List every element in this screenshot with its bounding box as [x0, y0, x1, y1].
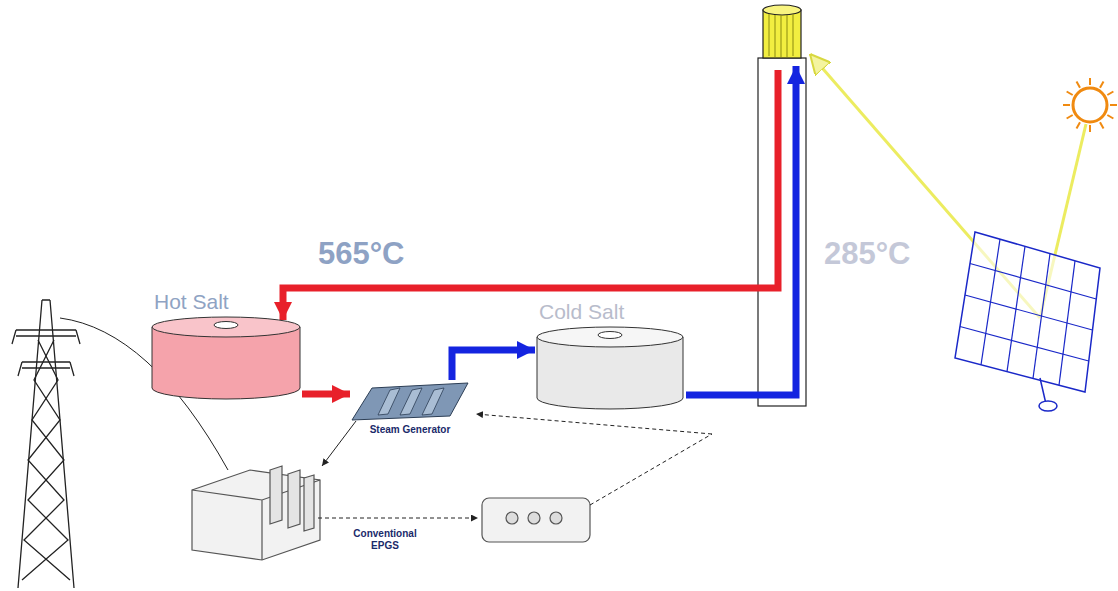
sun-part-part	[1077, 82, 1081, 88]
sun-part-part	[1110, 104, 1117, 106]
tank-roof	[537, 327, 683, 347]
transmission-pylon-part	[18, 300, 74, 588]
steam-generator: Steam Generator	[350, 380, 470, 436]
hot-salt-pipe	[283, 70, 778, 320]
sun-part-part	[1063, 104, 1070, 106]
heliostat-part-part	[965, 295, 1093, 330]
turbine-generator-part	[270, 466, 282, 524]
transmission-pylon-part	[16, 330, 76, 368]
sun-part-part	[1067, 115, 1073, 119]
heliostat-part-part	[970, 264, 1096, 300]
temperature-label: 285°C	[824, 236, 911, 272]
tank-hatch	[214, 322, 238, 329]
salt-flow-arrow	[302, 391, 350, 398]
tank-body	[537, 337, 683, 409]
component-label: Steam Generator	[350, 424, 470, 436]
heliostat	[955, 232, 1100, 411]
receiver-tower-part	[763, 5, 801, 15]
condenser	[482, 498, 590, 542]
condenser-part	[482, 498, 590, 542]
transmission-pylon	[12, 300, 80, 588]
transmission-pylon-part	[12, 330, 80, 376]
sun-part	[1063, 78, 1117, 132]
receiver-tower-part	[763, 10, 801, 58]
condenser-part	[528, 512, 540, 524]
heliostat-part-part	[960, 327, 1089, 362]
sun-part-part	[1100, 82, 1104, 88]
exchanger-ridge	[400, 388, 422, 415]
tank-roof	[152, 317, 300, 337]
water-steam-lines-part	[476, 414, 712, 434]
exchanger-ridge	[378, 388, 400, 415]
sun-part-part	[1089, 78, 1091, 85]
tank-body	[152, 327, 300, 399]
sun-part-part	[1089, 125, 1091, 132]
sun-part-part	[1067, 92, 1073, 96]
heliostat-part	[1039, 401, 1057, 411]
sun	[1063, 78, 1117, 132]
system-label: Conventional EPGS	[348, 528, 422, 551]
heat-exchanger-shape	[350, 380, 470, 422]
water-steam-lines	[318, 414, 712, 518]
condenser-part	[506, 512, 518, 524]
temperature-label: 565°C	[318, 236, 405, 272]
tank-shape	[150, 316, 302, 402]
receiver-tower-part	[769, 14, 793, 57]
exchanger-ridge	[422, 388, 444, 415]
water-steam-lines-part	[318, 518, 478, 519]
transmission-pylon-part	[24, 340, 70, 580]
sun-part	[1073, 88, 1107, 122]
heliostat-part	[1040, 378, 1046, 404]
cold-salt-tank: Cold Salt	[535, 300, 685, 412]
sun-part-part	[1107, 115, 1113, 119]
turbine-generator-part	[192, 480, 320, 560]
sun-part-part	[1107, 92, 1113, 96]
turbine-generator-part	[304, 475, 314, 531]
tank-label: Hot Salt	[150, 290, 302, 314]
heliostat-part	[960, 239, 1096, 385]
tank-shape	[535, 326, 685, 412]
turbine-generator	[192, 466, 320, 560]
water-steam-lines-part	[590, 434, 712, 505]
exchanger-body	[352, 383, 468, 420]
condenser-part	[550, 512, 562, 524]
sun-part-part	[1100, 122, 1104, 128]
tank-label: Cold Salt	[535, 300, 685, 324]
turbine-generator-part	[192, 470, 320, 560]
cold-salt-pipe	[686, 66, 796, 395]
water-steam-lines-part	[322, 421, 356, 466]
tank-hatch	[598, 332, 622, 339]
salt-flow-arrow	[452, 350, 535, 380]
heliostat-part	[955, 232, 1100, 392]
hot-salt-tank: Hot Salt	[150, 290, 302, 402]
turbine-generator-part	[288, 470, 300, 528]
sun-part-part	[1077, 122, 1081, 128]
